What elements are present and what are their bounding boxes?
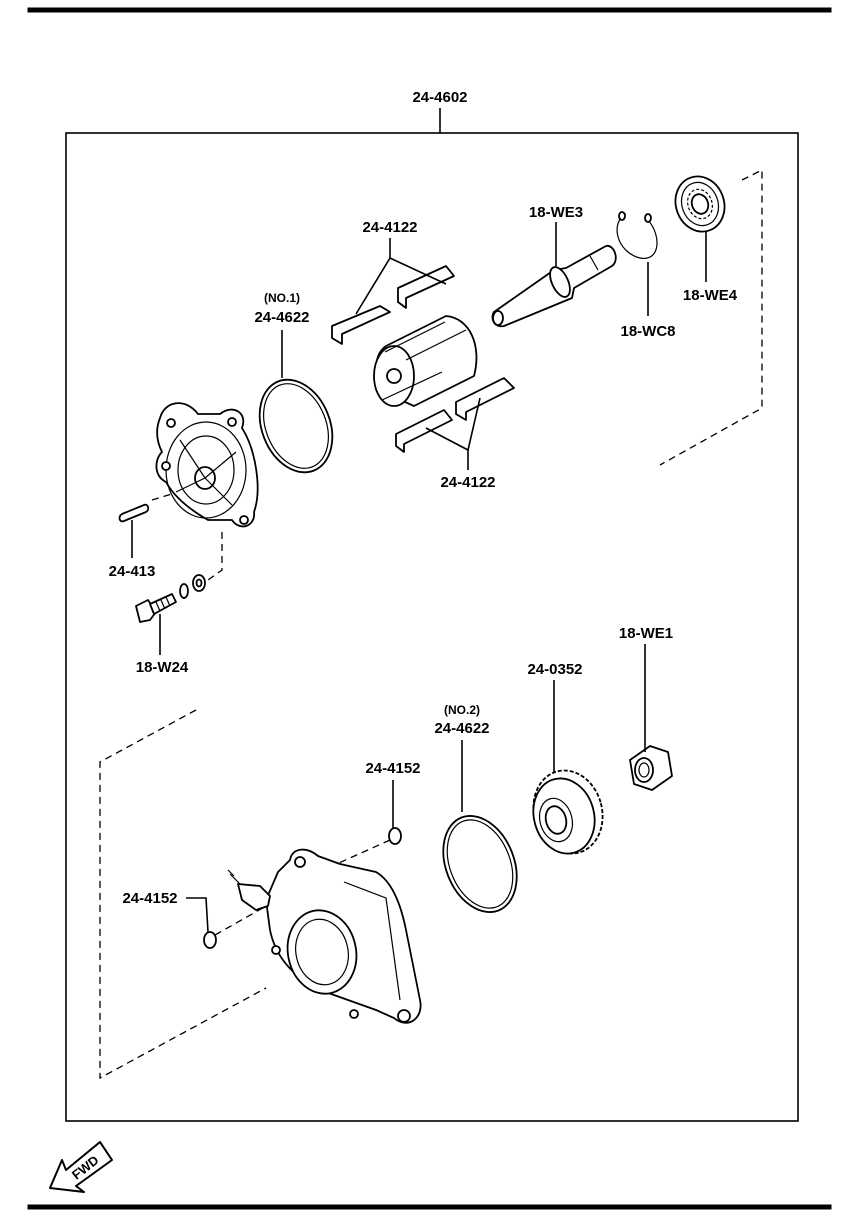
pump-cover	[155, 402, 259, 528]
vane-lower-a	[395, 409, 453, 453]
top-rule	[27, 7, 832, 13]
label-small-o-ring-left: 24-4152	[122, 890, 177, 907]
shaft-part	[491, 245, 617, 328]
leader-small-o-ring-left	[186, 897, 209, 933]
vane-lower-b	[455, 377, 515, 421]
small-o-ring-right	[388, 827, 402, 845]
vane-upper-b	[397, 265, 455, 309]
pump-housing	[265, 848, 422, 1024]
label-vane-lower: 24-4122	[440, 474, 495, 491]
fitting-part	[227, 869, 271, 911]
upper-guide-line	[659, 168, 763, 466]
assembly-frame	[65, 132, 799, 1122]
assembly-label: 24-4602	[412, 89, 467, 106]
o-ring-no2-inner	[446, 819, 514, 909]
nut-part	[629, 745, 673, 791]
oring-guide-line	[289, 839, 391, 886]
o-ring-no1-inner	[263, 383, 329, 469]
gear-part	[532, 769, 604, 855]
bottom-rule	[27, 1204, 832, 1210]
bolt-part	[135, 593, 177, 623]
label-pin: 24-413	[109, 563, 156, 580]
o-ring-no2	[442, 815, 518, 913]
washer-part	[179, 574, 206, 599]
label-gear: 24-0352	[527, 661, 582, 678]
label-vane-upper: 24-4122	[362, 219, 417, 236]
label-bearing: 18-WE4	[683, 287, 738, 304]
label-o-ring-no2: 24-4622	[434, 720, 489, 737]
label-o-ring-no2-tag: (NO.2)	[444, 703, 480, 717]
label-small-o-ring-right: 24-4152	[365, 760, 420, 777]
label-snap-ring: 18-WC8	[620, 323, 675, 340]
label-o-ring-no1: 24-4622	[254, 309, 309, 326]
label-shaft: 18-WE3	[529, 204, 583, 221]
pin-part	[118, 503, 150, 523]
rotor-part	[373, 315, 478, 407]
small-o-ring-left	[203, 931, 217, 949]
label-bolt: 18-W24	[136, 659, 189, 676]
lower-guide-line	[99, 709, 267, 1080]
oring-left-guide-line	[214, 904, 269, 936]
bolt-guide-line	[207, 532, 223, 581]
bearing-part	[674, 175, 726, 233]
fwd-arrow-icon: FWD	[49, 1141, 113, 1193]
vane-upper-a	[331, 305, 391, 345]
label-o-ring-no1-tag: (NO.1)	[264, 291, 300, 305]
label-nut: 18-WE1	[619, 625, 673, 642]
o-ring-no1	[258, 378, 334, 474]
snap-ring-part	[616, 211, 658, 259]
